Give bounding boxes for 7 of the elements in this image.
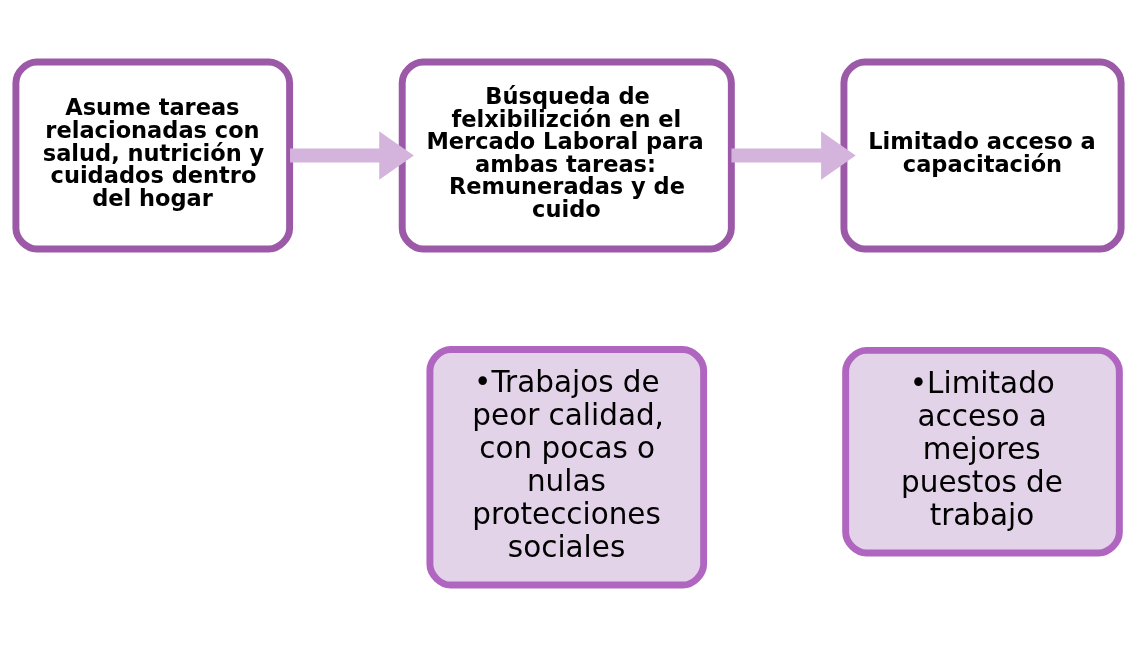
node-box: •Limitado acceso a mejores puestos de trabajo [842, 346, 1123, 556]
arrow [731, 130, 856, 180]
node-box: Búsqueda de felxibilizción en el Mercado Laboral para ambas tareas: Remuneradas y de cuido [398, 57, 735, 252]
node-box: •Trabajos de peor calidad, con pocas o nulas protecciones sociales [426, 345, 708, 589]
node-box: Asume tareas relacionadas con salud, nutrición y cuidados dentro del hogar [12, 57, 294, 252]
node-box: Limitado acceso a capacitación [840, 57, 1125, 252]
arrow [290, 130, 414, 180]
